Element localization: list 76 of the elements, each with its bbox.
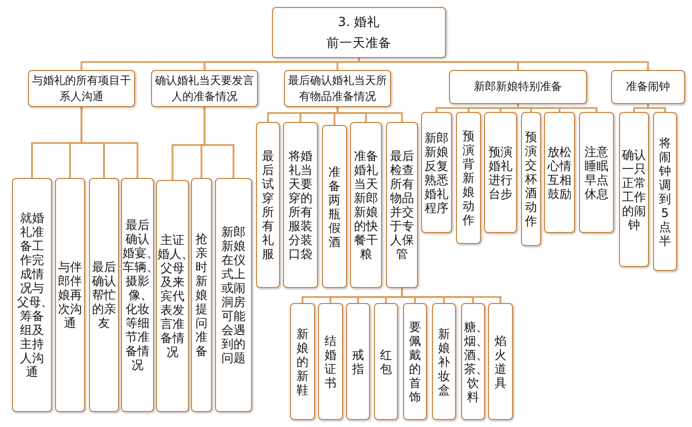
task-text: 将闹钟调到5点半 (658, 136, 672, 248)
subtitle-text: 前一天准备 (326, 34, 392, 52)
task-box (256, 122, 280, 288)
connector-line (336, 58, 360, 70)
task-text: 最后确认婚宴、车辆、摄影像、化妆等细节准备情况 (122, 218, 153, 372)
task-box (544, 112, 575, 233)
title-box (272, 7, 446, 58)
task-box (55, 178, 85, 412)
task-text: 新娘的新鞋 (296, 326, 310, 396)
task-box (290, 303, 315, 420)
task-text: 预演婚礼进行台步 (488, 144, 514, 200)
task-text: 准备两瓶假酒 (328, 164, 342, 248)
task-text: 注意睡眠早点休息 (584, 144, 610, 200)
task-text: 准备婚礼当天新郎新娘的快餐干粮 (353, 149, 379, 261)
connector-line (80, 107, 138, 178)
category-title: 最后确认婚礼当天所有物品准备情况 (287, 72, 388, 104)
task-text: 红包 (379, 348, 393, 376)
task-text: 就婚礼准备工作完成情况与父母、筹备组及主持人沟通 (16, 211, 48, 379)
task-text: 与伴郎伴娘再次沟通 (57, 260, 83, 330)
connector-line (517, 104, 598, 112)
connector-line (204, 107, 234, 178)
task-text: 要佩戴的首饰 (408, 320, 422, 404)
task-text: 焰火道具 (494, 334, 508, 390)
task-box (488, 303, 513, 420)
task-box (403, 303, 427, 420)
task-box (12, 178, 52, 412)
category-box (611, 70, 685, 104)
task-box (346, 303, 370, 420)
task-text: 结婚证书 (324, 334, 338, 390)
task-box (619, 112, 649, 267)
task-box (484, 112, 517, 233)
title-text: 3. 婚礼 (338, 13, 380, 31)
task-box (461, 303, 485, 420)
task-text: 最后检查所有物品并交于专人保管 (389, 149, 415, 261)
task-box (350, 122, 382, 288)
task-box (432, 303, 456, 420)
category-title: 确认婚礼当天要发言人的准备情况 (154, 72, 255, 104)
task-box (191, 178, 212, 412)
task-box (456, 112, 481, 244)
task-box (215, 178, 252, 412)
task-text: 最后确认帮忙的亲友 (91, 260, 117, 330)
task-box (386, 122, 418, 288)
task-text: 预演交杯酒动作 (524, 130, 538, 228)
task-text: 新郎新娘反复熟悉婚礼程序 (424, 130, 450, 214)
task-text: 糖、烟、酒、茶、饮料 (464, 320, 482, 404)
task-text: 抢亲时新娘提问准备 (194, 232, 208, 358)
task-box (521, 112, 541, 246)
task-text: 主证婚人、父母及来宾代表发言准备情况 (157, 233, 188, 359)
category-title: 新郎新娘特别准备 (474, 79, 562, 95)
task-text: 新郎新娘在仪式上或闹洞房可能会遇到的问题 (220, 225, 246, 365)
task-text: 新娘补妆盒 (437, 326, 451, 396)
task-box (322, 125, 347, 288)
connector-line (401, 288, 502, 303)
task-box (579, 112, 614, 233)
task-box (421, 112, 452, 233)
task-text: 最后试穿所有礼服 (261, 149, 275, 261)
task-text: 确认一只正常工作的闹钟 (621, 148, 647, 232)
task-text: 将婚礼当天要穿的所有服装分装口袋 (288, 149, 314, 261)
connector-line (633, 104, 649, 112)
category-title: 与婚礼的所有项目干系人沟通 (31, 72, 132, 104)
task-text: 预演背新娘动作 (462, 129, 476, 227)
task-box (283, 122, 318, 288)
task-box (156, 180, 189, 412)
task-box (653, 112, 677, 271)
connector-line (500, 104, 519, 112)
connector-line (647, 104, 666, 112)
connector-line (358, 58, 649, 70)
task-box (374, 303, 398, 420)
task-box (121, 178, 154, 412)
connector-line (336, 107, 403, 122)
task-box (89, 178, 119, 412)
task-text: 戒指 (351, 348, 365, 376)
task-text: 放松心情互相鼓励 (546, 144, 572, 200)
task-box (318, 303, 343, 420)
category-title: 准备闹钟 (626, 79, 670, 95)
category-box (449, 70, 587, 104)
